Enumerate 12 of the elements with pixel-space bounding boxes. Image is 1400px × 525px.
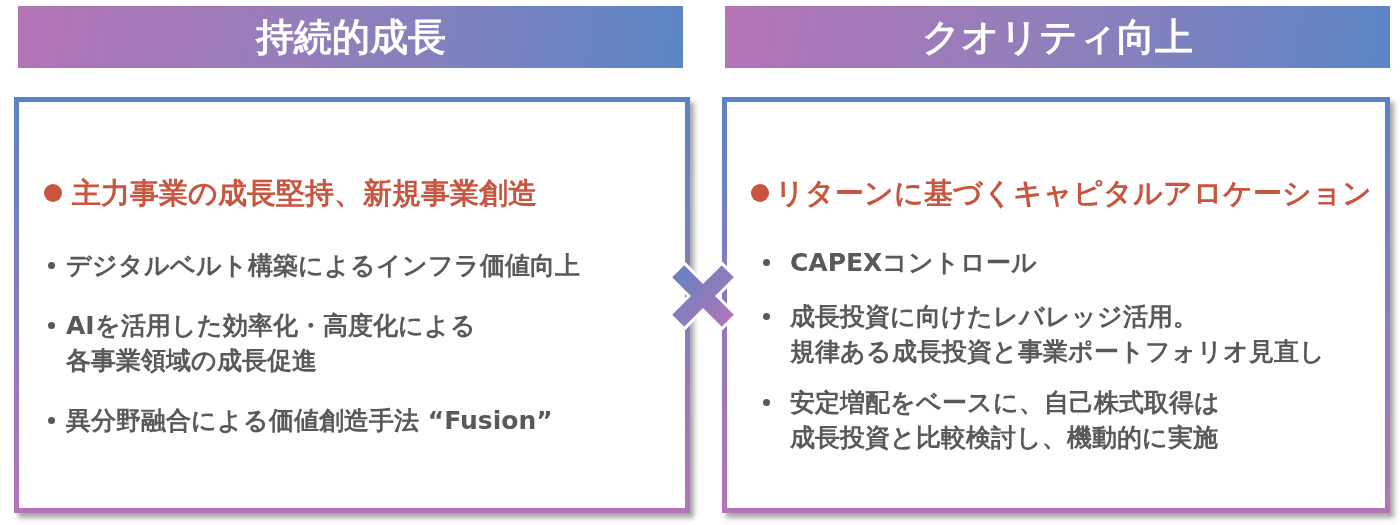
header-banner: 持続的成長 <box>18 6 683 68</box>
bullet-text: AIを活用した効率化・高度化による各事業領域の成長促進 <box>66 309 476 377</box>
bullet-text: CAPEXコントロール <box>790 246 1038 279</box>
header-banner: クオリティ向上 <box>725 6 1390 68</box>
content-panel <box>14 97 690 513</box>
bullet-text: 安定増配をベースに、自己株式取得は成長投資と比較検討し、機動的に実施 <box>790 386 1220 454</box>
bullet-text: デジタルベルト構築によるインフラ価値向上 <box>66 249 580 282</box>
section-heading: リターンに基づくキャピタルアロケーション <box>775 175 1372 211</box>
section-heading: 主力事業の成長堅持、新規事業創造 <box>72 175 537 211</box>
bullet-text: 異分野融合による価値創造手法 “Fusion” <box>66 404 553 437</box>
bullet-text: 成長投資に向けたレバレッジ活用。規律ある成長投資と事業ポートフォリオ見直し <box>790 300 1325 368</box>
content-panel <box>722 97 1390 513</box>
